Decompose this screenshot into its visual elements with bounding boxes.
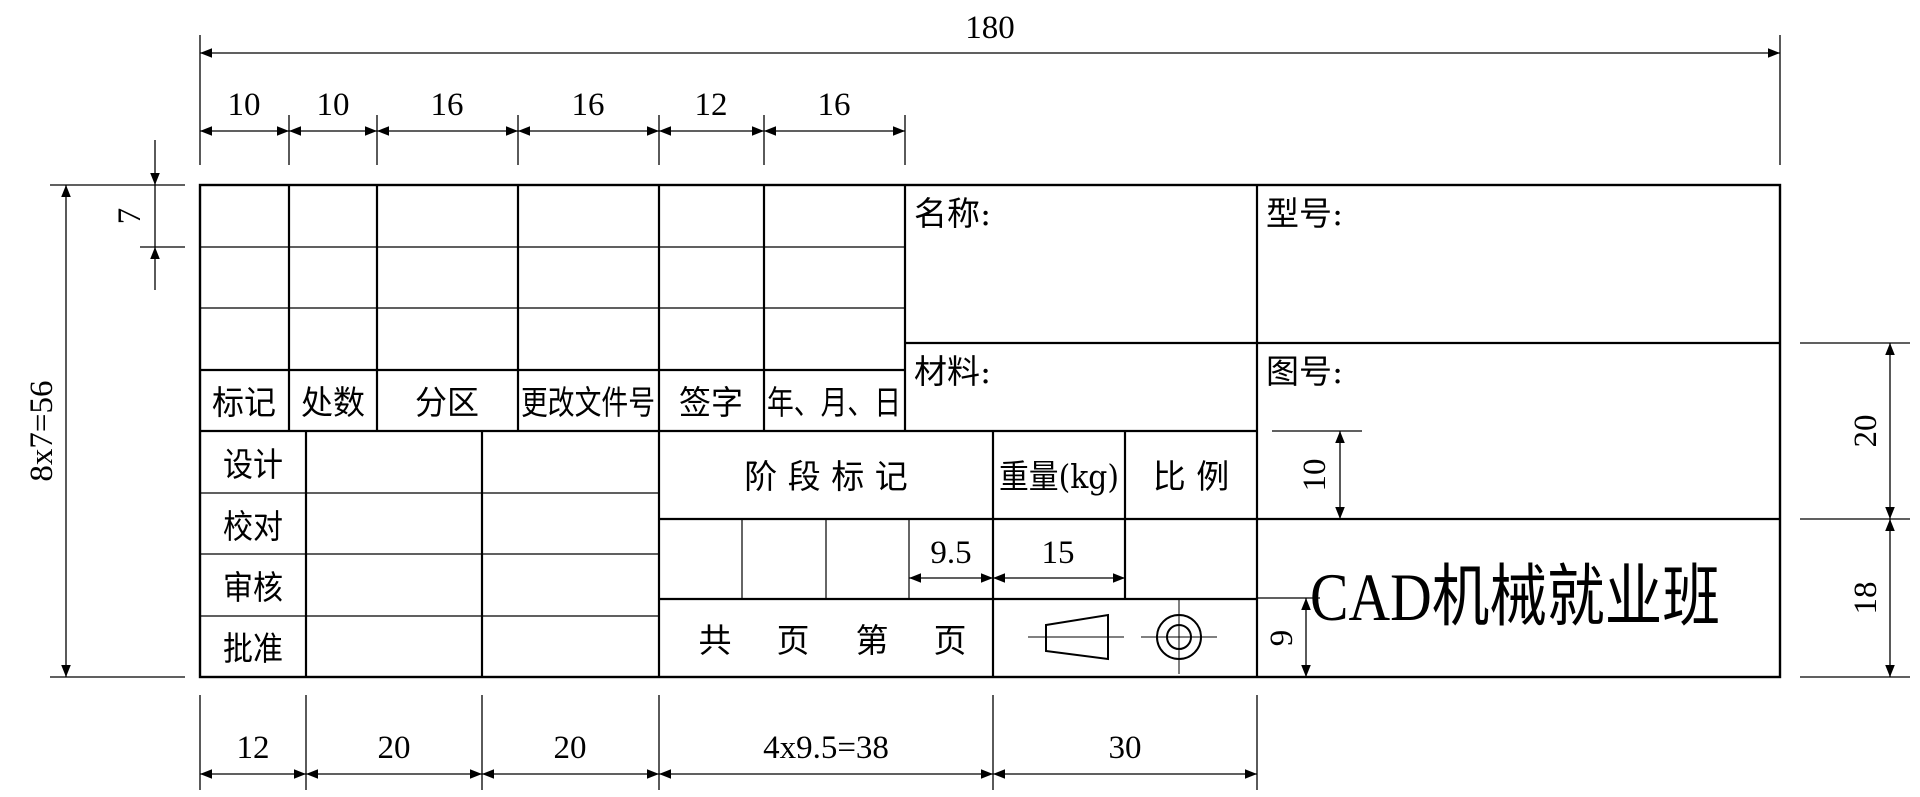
revision-header-count: 处数	[301, 383, 365, 422]
dim-label-top-col: 10	[317, 87, 350, 123]
dim-label-9-5: 9.5	[930, 535, 971, 571]
dim-label-right-lower: 18	[1848, 582, 1884, 615]
dim-label-bottom-col: 20	[378, 730, 411, 766]
signoff-approve: 批准	[223, 629, 283, 668]
field-area	[905, 185, 1780, 677]
dim-label-top-col: 16	[572, 87, 605, 123]
dim-label-top-col: 16	[818, 87, 851, 123]
dim-label-top-col: 10	[228, 87, 261, 123]
company-name: CAD机械就业班	[1310, 559, 1720, 635]
sheet-page-label: 页	[777, 621, 810, 660]
dim-label-row-height: 7	[112, 208, 148, 225]
signoff-check: 校对	[223, 507, 283, 546]
revision-header-change-doc: 更改文件号	[521, 383, 655, 422]
dim-label-top-col: 16	[431, 87, 464, 123]
stage-block	[659, 431, 1257, 677]
projection-frustum	[1046, 615, 1108, 659]
field-labels: 名称: 型号: 材料: 图号:	[914, 194, 1343, 391]
stage-labels: 阶 段 标 记 重量(kg) 比 例 共 页 第 页	[699, 457, 1230, 660]
name-field-label: 名称:	[914, 194, 991, 233]
signoff-labels: 设计 校对 审核 批准	[223, 445, 283, 668]
dim-label-right-upper: 20	[1848, 415, 1884, 448]
scale-label: 比 例	[1153, 457, 1230, 496]
sheet-page-label-2: 页	[934, 621, 967, 660]
drawing-no-field-label: 图号:	[1266, 352, 1343, 391]
weight-label: 重量(kg)	[999, 457, 1119, 496]
stage-mark-label: 阶 段 标 记	[744, 457, 907, 496]
revision-header-mark: 标记	[212, 383, 276, 422]
signoff-review: 审核	[223, 568, 283, 607]
dim-label-total-height: 8x7=56	[24, 380, 60, 481]
sheet-number-label: 第	[856, 621, 889, 660]
model-field-label: 型号:	[1266, 194, 1343, 233]
dim-label-180: 180	[965, 10, 1015, 46]
projection-symbol	[1028, 600, 1217, 674]
dim-label-9: 9	[1264, 630, 1300, 647]
dimension-labels: 180 10 10 16 16 12 16 7 8x7=56 20 18 10 …	[24, 10, 1884, 766]
revision-header-signature: 签字	[679, 383, 743, 422]
dim-label-15: 15	[1042, 535, 1075, 571]
signoff-design: 设计	[223, 445, 283, 484]
material-field-label: 材料:	[914, 352, 991, 391]
dim-label-bottom-col: 4x9.5=38	[763, 730, 889, 766]
sheet-total-label: 共	[699, 621, 732, 660]
dim-label-bottom-col: 20	[554, 730, 587, 766]
revision-header-zone: 分区	[415, 383, 479, 422]
revision-header-date: 年、月、日	[767, 383, 901, 422]
revision-header-labels: 标记 处数 分区 更改文件号 签字 年、月、日	[212, 383, 901, 422]
signoff-block	[200, 431, 659, 677]
dim-label-10: 10	[1297, 459, 1333, 492]
dimension-lines	[50, 35, 1910, 790]
revision-table	[200, 185, 1257, 431]
dim-label-bottom-col: 12	[237, 730, 270, 766]
dim-label-top-col: 12	[695, 87, 728, 123]
dim-label-bottom-col: 30	[1109, 730, 1142, 766]
